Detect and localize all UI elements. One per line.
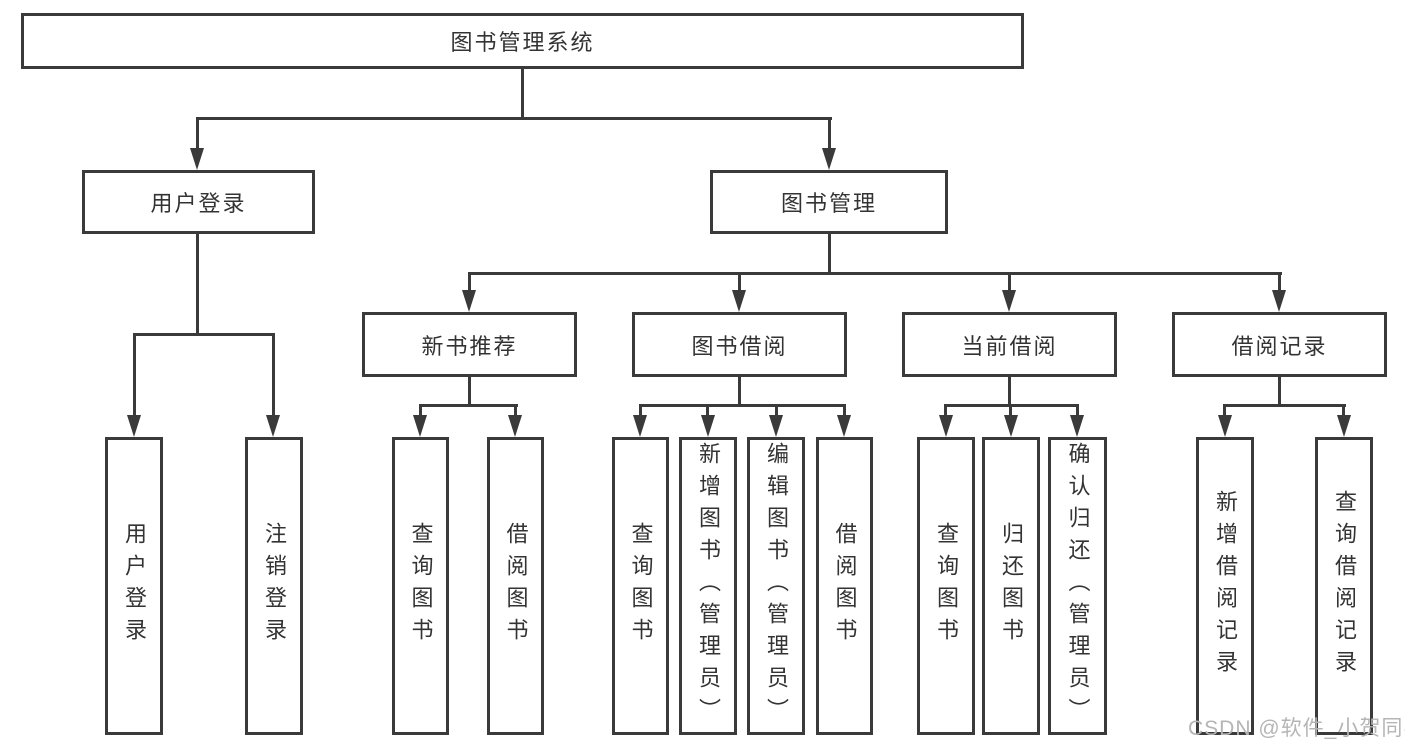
leaf-logout: 注销登录 (245, 437, 303, 735)
leaf-records-add-record: 新增借阅记录 (1196, 437, 1254, 735)
arrow-down-icon (837, 415, 851, 437)
node-book-management-label: 图书管理 (780, 191, 877, 216)
edge-to-current (1008, 272, 1011, 292)
leaf-records-query-record: 查询借阅记录 (1315, 437, 1373, 735)
edge-to-borrow (738, 272, 741, 292)
edge-root-drop (521, 69, 524, 118)
leaf-recommend-query-books-label: 查询图书 (408, 522, 434, 650)
leaf-logout-label: 注销登录 (262, 522, 287, 650)
leaf-records-query-record-label: 查询借阅记录 (1332, 490, 1357, 682)
edge-borrow-split (639, 404, 846, 407)
edge-to-records-leaf-1 (1223, 404, 1226, 417)
leaf-borrow-borrow-books: 借阅图书 (816, 437, 873, 735)
edge-borrow-drop (738, 377, 741, 407)
edge-user-login-drop (196, 233, 199, 336)
node-root: 图书管理系统 (21, 13, 1024, 69)
arrow-down-icon (1002, 290, 1016, 312)
node-current-borrow-label: 当前借阅 (961, 333, 1058, 359)
arrow-down-icon (1070, 415, 1084, 437)
edge-book-management-drop (828, 233, 831, 275)
edge-to-borrow-leaf-2 (706, 404, 709, 417)
arrow-down-icon (190, 148, 204, 170)
leaf-records-add-record-label: 新增借阅记录 (1213, 490, 1238, 682)
leaf-user-login-label: 用户登录 (122, 522, 147, 650)
leaf-borrow-add-books-admin: 新增图书（管理员） (679, 437, 737, 735)
node-user-login-label: 用户登录 (150, 191, 247, 216)
leaf-recommend-borrow-books: 借阅图书 (487, 437, 544, 735)
leaf-current-confirm-return-admin-label: 确认归还（管理员） (1065, 442, 1091, 730)
edge-records-drop (1278, 377, 1281, 407)
edge-to-leaf-user-login (133, 333, 136, 417)
node-borrow-records-label: 借阅记录 (1231, 333, 1328, 359)
edge-recommend-drop (468, 377, 471, 407)
edge-level3-split (469, 272, 1282, 275)
csdn-watermark: CSDN @软件_小贺同学 (1188, 717, 1405, 740)
arrow-down-icon (1004, 415, 1018, 437)
edge-to-book-management (828, 117, 831, 149)
leaf-recommend-query-books: 查询图书 (392, 437, 449, 735)
leaf-recommend-borrow-books-label: 借阅图书 (503, 522, 529, 650)
arrow-down-icon (1272, 290, 1286, 312)
edge-records-split (1224, 404, 1346, 407)
edge-to-current-leaf-1 (944, 404, 947, 417)
node-book-borrow-label: 图书借阅 (691, 333, 788, 359)
node-root-label: 图书管理系统 (450, 30, 595, 55)
leaf-current-confirm-return-admin: 确认归还（管理员） (1048, 437, 1107, 735)
leaf-current-query-books: 查询图书 (917, 437, 975, 735)
leaf-borrow-query-books-label: 查询图书 (628, 522, 654, 650)
node-book-management: 图书管理 (710, 170, 948, 234)
arrow-down-icon (701, 415, 715, 437)
leaf-current-return-books: 归还图书 (982, 437, 1040, 735)
arrow-down-icon (633, 415, 647, 437)
edge-to-recommend (468, 272, 471, 292)
edge-level2-split (196, 117, 832, 120)
leaf-borrow-borrow-books-label: 借阅图书 (832, 522, 858, 650)
edge-to-records (1278, 272, 1281, 292)
node-user-login: 用户登录 (82, 170, 315, 234)
leaf-borrow-edit-books-admin-label: 编辑图书（管理员） (764, 442, 789, 730)
leaf-borrow-query-books: 查询图书 (612, 437, 669, 735)
edge-current-drop (1008, 377, 1011, 407)
arrow-down-icon (1218, 415, 1232, 437)
leaf-user-login: 用户登录 (105, 437, 163, 735)
arrow-down-icon (1337, 415, 1351, 437)
edge-recommend-split (419, 404, 518, 407)
arrow-down-icon (939, 415, 953, 437)
node-current-borrow: 当前借阅 (902, 312, 1117, 377)
arrow-down-icon (127, 415, 141, 437)
edge-to-current-leaf-2 (1009, 404, 1012, 417)
arrow-down-icon (732, 290, 746, 312)
node-new-book-recommend: 新书推荐 (362, 312, 577, 377)
leaf-borrow-add-books-admin-label: 新增图书（管理员） (696, 442, 721, 730)
arrow-down-icon (462, 290, 476, 312)
arrow-down-icon (822, 148, 836, 170)
edge-to-borrow-leaf-4 (843, 404, 846, 417)
edge-to-user-login (196, 117, 199, 149)
node-book-borrow: 图书借阅 (632, 312, 847, 377)
arrow-down-icon (508, 415, 522, 437)
arrow-down-icon (769, 415, 783, 437)
leaf-borrow-edit-books-admin: 编辑图书（管理员） (747, 437, 805, 735)
edge-to-records-leaf-2 (1342, 404, 1345, 417)
edge-to-borrow-leaf-1 (639, 404, 642, 417)
edge-to-recommend-leaf-2 (514, 404, 517, 417)
leaf-current-return-books-label: 归还图书 (999, 522, 1024, 650)
edge-to-recommend-leaf-1 (419, 404, 422, 417)
edge-user-leaves-split (133, 333, 275, 336)
node-borrow-records: 借阅记录 (1172, 312, 1387, 377)
arrow-down-icon (266, 415, 280, 437)
edge-to-borrow-leaf-3 (775, 404, 778, 417)
edge-to-current-leaf-3 (1076, 404, 1079, 417)
node-new-book-recommend-label: 新书推荐 (421, 333, 518, 359)
leaf-current-query-books-label: 查询图书 (934, 522, 959, 650)
edge-to-leaf-logout (272, 333, 275, 417)
arrow-down-icon (413, 415, 427, 437)
